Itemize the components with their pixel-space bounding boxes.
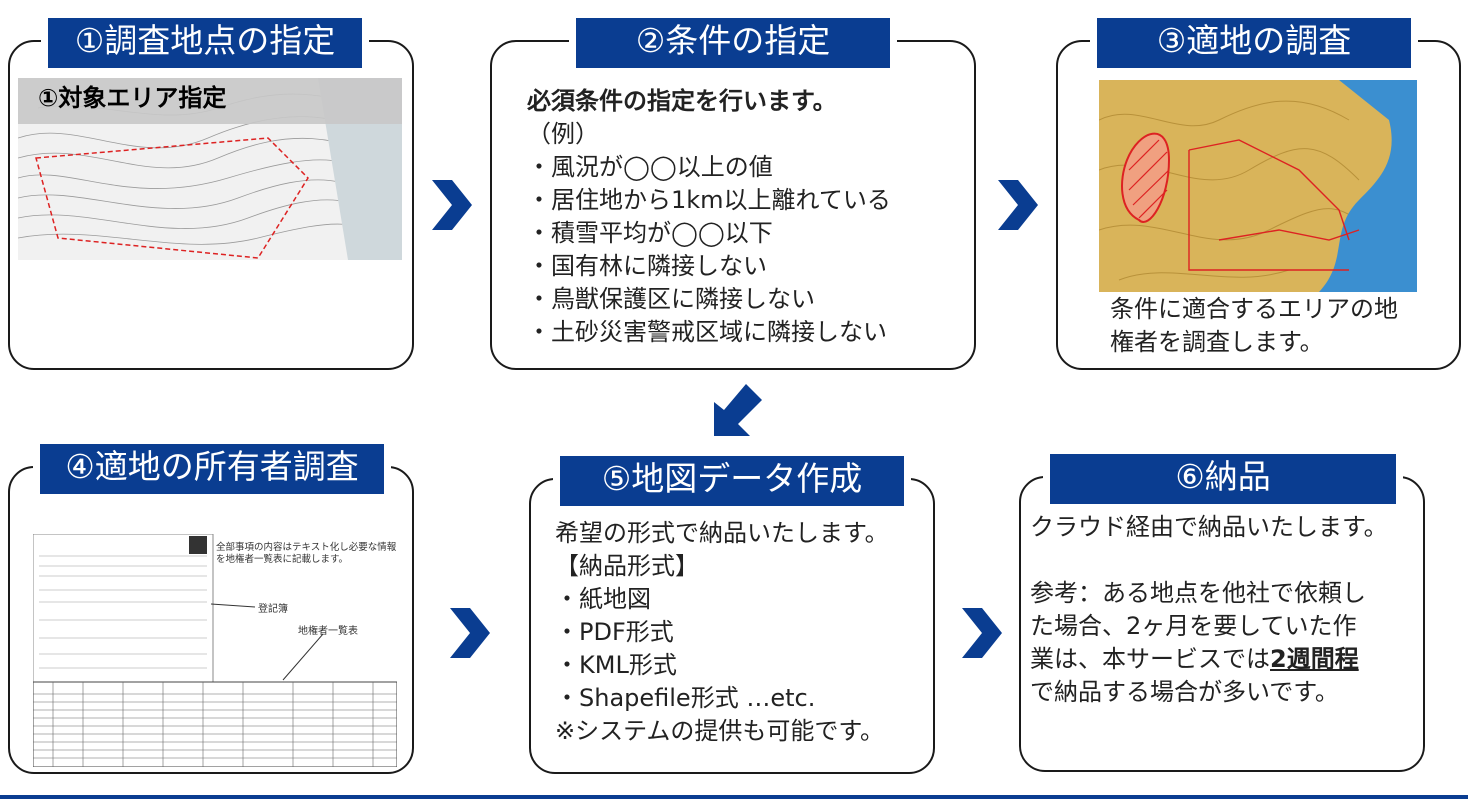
step6-title: ⑥納品 <box>1050 454 1396 504</box>
step5-content: 希望の形式で納品いたします。 【納品形式】 ・紙地図 ・PDF形式 ・KML形式… <box>555 517 889 748</box>
step2-lead: 必須条件の指定を行います。 <box>527 87 837 115</box>
step6-content: クラウド経由で納品いたします。 参考：ある地点を他社で依頼し た場合、2ヶ月を要… <box>1030 511 1388 709</box>
step5-line: ※システムの提供も可能です。 <box>555 717 884 745</box>
step4-label-list: 地権者一覧表 <box>298 626 358 637</box>
step4-title: ④適地の所有者調査 <box>40 444 384 494</box>
step3-desc: 条件に適合するエリアの地 権者を調査します。 <box>1110 293 1398 359</box>
step2-item: ・積雪平均が◯◯以下 <box>527 219 773 247</box>
step2-title: ②条件の指定 <box>576 18 890 68</box>
footer-bar <box>0 795 1468 799</box>
step2-content: 必須条件の指定を行います。 （例） ・風況が◯◯以上の値 ・居住地から1km以上… <box>527 85 891 349</box>
step4-doc-note: 全部事項の内容はテキスト化し必要な情報 を地権者一覧表に記載します。 <box>216 542 397 565</box>
step2-item: ・鳥獣保護区に隣接しない <box>527 285 815 313</box>
topographic-map <box>18 78 402 260</box>
step2-example: （例） <box>527 120 599 148</box>
step3-site-map <box>1099 80 1417 292</box>
step5-line: ・Shapefile形式 …etc. <box>555 684 816 712</box>
step6-ref-line3: 業は、本サービスでは2週間程 <box>1030 645 1359 673</box>
step5-line: 希望の形式で納品いたします。 <box>555 519 889 547</box>
arrow-right-icon <box>450 608 490 658</box>
step6-ref-line: 参考：ある地点を他社で依頼し <box>1030 579 1366 607</box>
arrow-down-left-icon <box>714 384 762 436</box>
step1-map-label: ①対象エリア指定 <box>38 84 227 112</box>
step5-title: ⑤地図データ作成 <box>560 456 904 506</box>
step5-line: ・紙地図 <box>555 585 651 613</box>
step2-box <box>490 40 976 370</box>
step6-ref-line4: で納品する場合が多いです。 <box>1030 678 1339 706</box>
registry-document-image <box>33 534 397 767</box>
step5-line: 【納品形式】 <box>555 552 699 580</box>
step4-documents <box>33 534 397 767</box>
step2-item: ・居住地から1km以上離れている <box>527 186 891 214</box>
step2-item: ・風況が◯◯以上の値 <box>527 153 773 181</box>
arrow-right-icon <box>962 608 1002 658</box>
step3-line: 権者を調査します。 <box>1110 328 1324 356</box>
terrain-map <box>1099 80 1417 292</box>
step1-area-map <box>18 78 402 260</box>
step6-emphasis: 2週間程 <box>1270 645 1359 673</box>
arrow-right-icon <box>432 180 472 230</box>
step6-ref-line: た場合、2ヶ月を要していた作 <box>1030 612 1357 640</box>
step2-item: ・国有林に隣接しない <box>527 252 767 280</box>
step3-title: ③適地の調査 <box>1097 18 1411 68</box>
step6-spacer <box>1030 544 1388 577</box>
step4-label-registry: 登記簿 <box>258 604 288 615</box>
step6-line1: クラウド経由で納品いたします。 <box>1030 513 1388 541</box>
arrow-right-icon <box>998 180 1038 230</box>
step1-title: ①調査地点の指定 <box>48 18 362 68</box>
step3-line: 条件に適合するエリアの地 <box>1110 295 1398 323</box>
step5-line: ・PDF形式 <box>555 618 674 646</box>
step2-item: ・土砂災害警戒区域に隣接しない <box>527 318 887 346</box>
step5-line: ・KML形式 <box>555 651 677 679</box>
